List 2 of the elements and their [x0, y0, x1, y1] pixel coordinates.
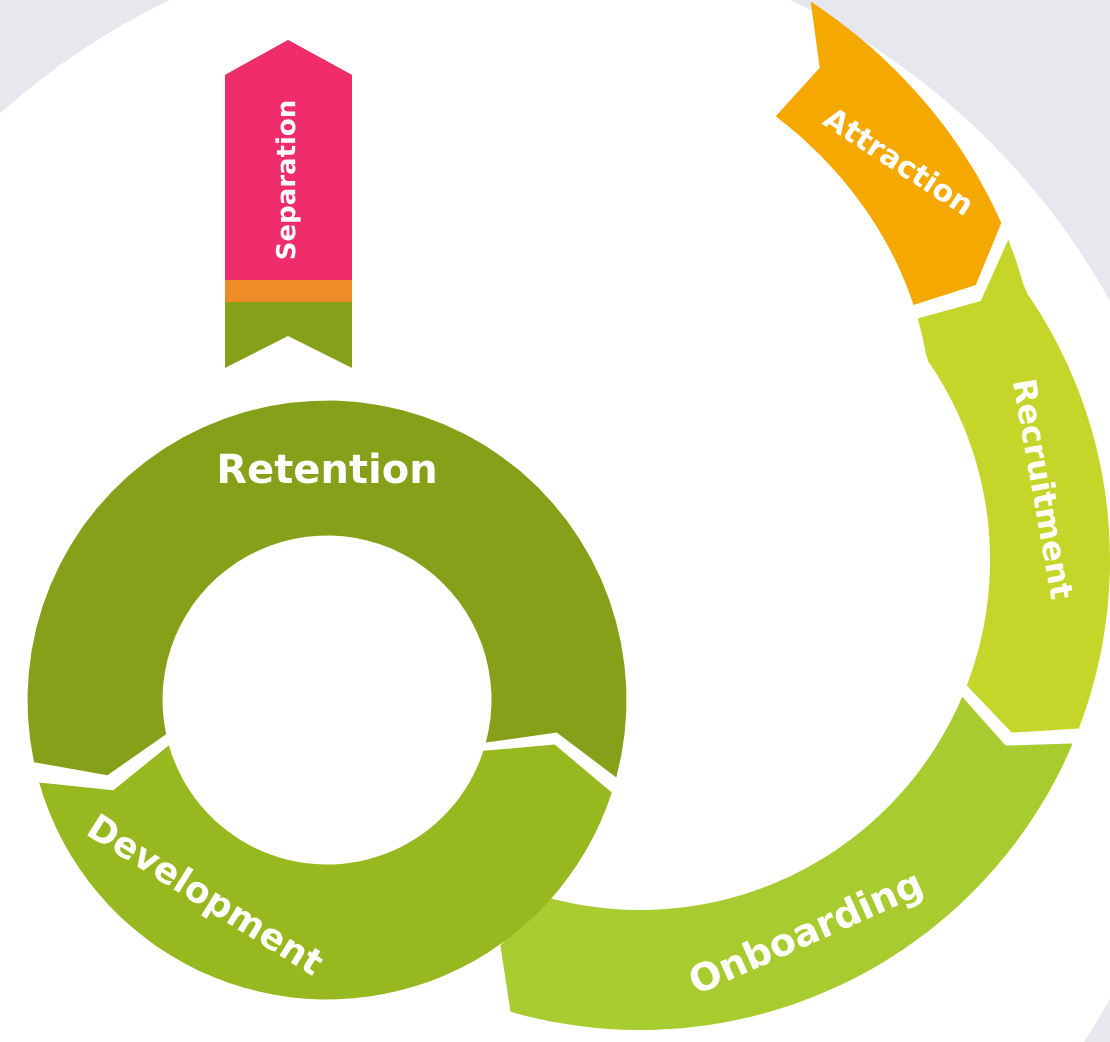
cycle-segment: Separation — [225, 40, 352, 368]
cycle-segment: Retention — [27, 400, 627, 778]
